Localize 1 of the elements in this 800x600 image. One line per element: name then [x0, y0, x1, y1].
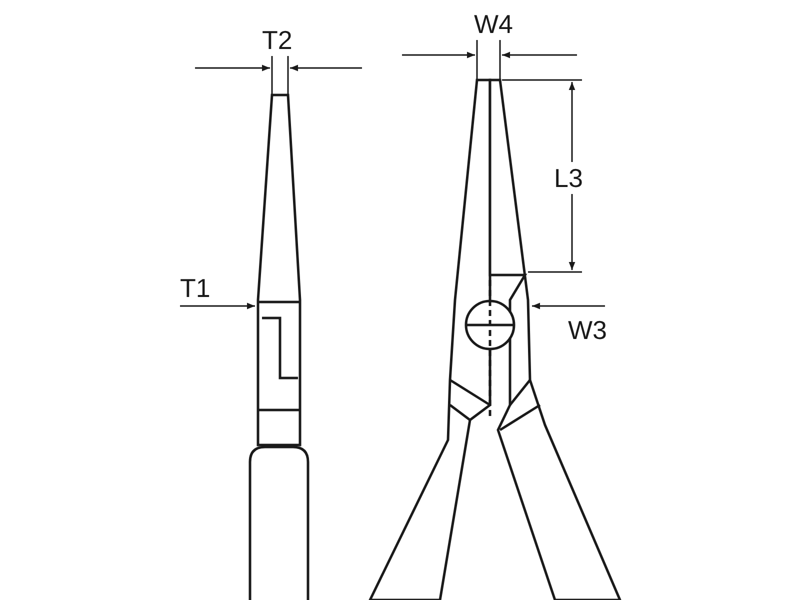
dimension-label: L3	[554, 162, 583, 194]
